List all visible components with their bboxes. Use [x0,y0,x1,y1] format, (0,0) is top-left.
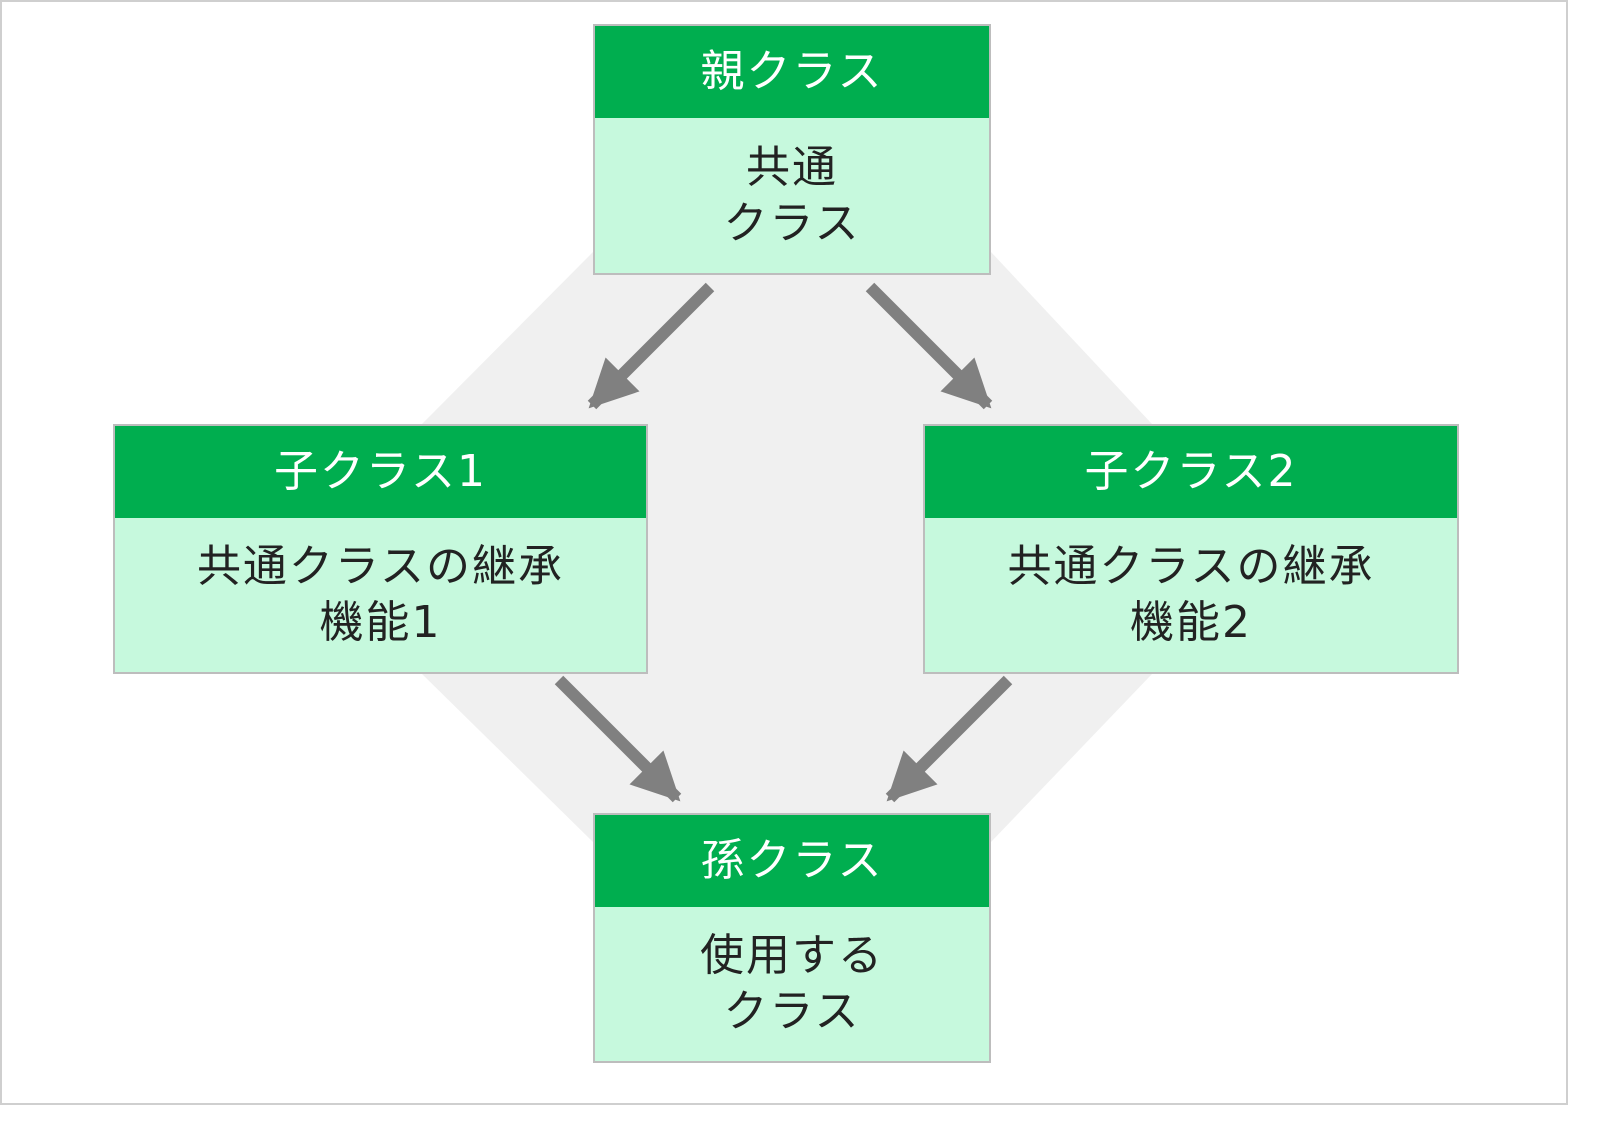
arrow-parent-to-child2 [865,282,993,410]
grandchild-class-node: 孫クラス 使用する クラス [593,813,991,1063]
arrow-child2-to-grandchild [885,675,1013,803]
parent-class-title: 親クラス [595,26,989,118]
diagram-canvas: 親クラス 共通 クラス 子クラス1 共通クラスの継承 機能1 子クラス2 共通ク… [0,0,1568,1105]
grandchild-class-body-line2: クラス [723,986,861,1037]
arrow-parent-to-child1 [587,282,715,410]
parent-class-node: 親クラス 共通 クラス [593,24,991,275]
child-class2-body: 共通クラスの継承 機能2 [925,518,1457,672]
diagram-graphics [422,252,1152,842]
grandchild-class-title: 孫クラス [595,815,989,907]
child-class1-title: 子クラス1 [115,426,646,518]
parent-class-body-line1: 共通 [746,141,838,193]
child-class1-body-line1: 共通クラスの継承 [196,541,565,592]
parent-class-body: 共通 クラス [595,118,989,273]
child-class1-body-line2: 機能1 [319,597,442,648]
arrow-child1-to-grandchild [554,675,682,803]
child-class2-body-line1: 共通クラスの継承 [1007,541,1375,592]
grandchild-class-body-line1: 使用する [700,930,884,981]
child-class1-node: 子クラス1 共通クラスの継承 機能1 [113,424,648,674]
parent-class-body-line2: クラス [723,197,861,249]
child-class2-body-line2: 機能2 [1130,597,1252,648]
child-class2-title: 子クラス2 [925,426,1457,518]
child-class2-node: 子クラス2 共通クラスの継承 機能2 [923,424,1459,674]
grandchild-class-body: 使用する クラス [595,907,989,1061]
child-class1-body: 共通クラスの継承 機能1 [115,518,646,672]
